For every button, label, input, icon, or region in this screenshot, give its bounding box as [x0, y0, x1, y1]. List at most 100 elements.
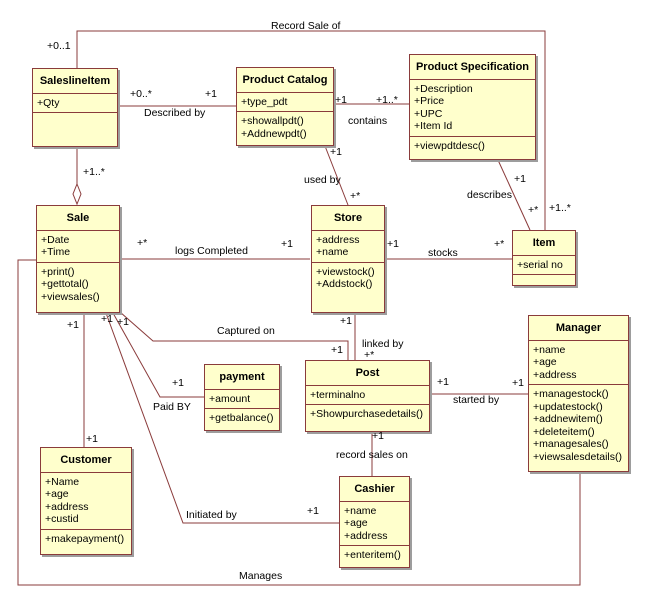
assoc-label-initiated-by: Initiated by: [186, 509, 237, 521]
operations: +Showpurchasedetails(): [306, 405, 429, 424]
operations: +viewpdtdesc(): [410, 137, 535, 156]
attributes: +Description +Price +UPC +Item Id: [410, 80, 535, 137]
line-captured-on: [119, 311, 349, 360]
attribute: +Price: [414, 95, 445, 107]
attribute: +Time: [41, 246, 71, 258]
multiplicity: +1: [117, 316, 129, 328]
attribute: +age: [45, 488, 69, 500]
assoc-label-started-by: started by: [453, 394, 500, 406]
assoc-label-used-by: used by: [304, 174, 341, 186]
line-describes: [497, 159, 531, 231]
attributes: +name +age +address: [529, 341, 628, 385]
class-customer[interactable]: Customer +Name +age +address +custid +ma…: [40, 447, 132, 555]
operations: [513, 275, 575, 287]
assoc-label-captured-on: Captured on: [217, 325, 275, 337]
operations: +makepayment(): [41, 530, 131, 549]
operations: +viewstock() +Addstock(): [312, 263, 384, 294]
operation: +viewpdtdesc(): [414, 139, 485, 152]
class-name: Manager: [529, 316, 628, 341]
attribute: +address: [344, 529, 388, 542]
class-saleslineitem[interactable]: SaleslineItem +Qty: [32, 68, 118, 147]
class-product-catalog[interactable]: Product Catalog +type_pdt +showallpdt() …: [236, 67, 334, 146]
class-store[interactable]: Store +address +name +viewstock() +Addst…: [311, 205, 385, 313]
operation: +enteritem(): [344, 549, 401, 561]
multiplicity: +1: [331, 344, 343, 356]
attributes: +name +age +address: [340, 502, 409, 546]
multiplicity: +1: [514, 173, 526, 185]
line-paid-by: [112, 312, 204, 398]
operation: +getbalance(): [209, 412, 274, 424]
class-sale[interactable]: Sale +Date +Time +print() +gettotal() +v…: [36, 205, 120, 313]
class-name: Sale: [37, 206, 119, 231]
operation: +Addstock(): [316, 278, 373, 290]
attribute: +type_pdt: [241, 95, 288, 108]
assoc-label-linked-by: linked by: [362, 338, 404, 350]
attribute: +Date: [41, 233, 70, 246]
class-post[interactable]: Post +terminalno +Showpurchasedetails(): [305, 360, 430, 432]
attributes: +Name +age +address +custid: [41, 473, 131, 530]
line-initiated-by: [105, 312, 339, 524]
attribute: +address: [533, 368, 577, 381]
multiplicity: +1..*: [549, 202, 571, 214]
attribute: +age: [344, 517, 368, 529]
operations: +showallpdt() +Addnewpdt(): [237, 112, 333, 143]
assoc-label-describes: describes: [467, 189, 512, 201]
operation: +showallpdt(): [241, 115, 304, 127]
operation: +makepayment(): [45, 532, 125, 545]
operation: +Showpurchasedetails(): [310, 408, 423, 420]
multiplicity: +1: [437, 376, 449, 388]
multiplicity: +1: [172, 377, 184, 389]
operation: +viewstock(): [316, 265, 375, 278]
multiplicity: +1: [86, 433, 98, 445]
assoc-label-paid-by: Paid BY: [153, 401, 191, 413]
multiplicity: +*: [364, 349, 375, 361]
class-product-specification[interactable]: Product Specification +Description +Pric…: [409, 54, 536, 160]
multiplicity: +1: [512, 377, 524, 389]
attribute: +Qty: [37, 96, 60, 109]
assoc-label-manages: Manages: [239, 570, 283, 582]
attribute: +name: [533, 343, 566, 356]
class-name: Store: [312, 206, 384, 231]
multiplicity: +0..*: [130, 88, 152, 100]
line-record-sale-of: [76, 30, 546, 230]
attribute: +name: [344, 504, 377, 517]
multiplicity: +1: [281, 238, 293, 250]
multiplicity: +1: [372, 430, 384, 442]
multiplicity: +1..*: [376, 94, 398, 106]
attributes: +Qty: [33, 94, 117, 113]
multiplicity: +1: [101, 313, 113, 325]
operations: +getbalance(): [205, 409, 279, 428]
class-cashier[interactable]: Cashier +name +age +address +enteritem(): [339, 476, 410, 568]
multiplicity: +*: [137, 237, 148, 249]
attribute: +Item Id: [414, 120, 453, 132]
attribute: +address: [45, 500, 89, 513]
attribute: +custid: [45, 513, 79, 525]
operation: +addnewitem(): [533, 413, 603, 425]
class-name: Customer: [41, 448, 131, 473]
class-name: Cashier: [340, 477, 409, 502]
line-used-by: [324, 145, 349, 206]
attributes: +Date +Time: [37, 231, 119, 263]
attribute: +age: [533, 356, 557, 368]
class-payment[interactable]: payment +amount +getbalance(): [204, 364, 280, 431]
class-name: SaleslineItem: [33, 69, 117, 94]
multiplicity: +1: [67, 319, 79, 331]
operation: +print(): [41, 265, 75, 278]
attribute: +serial no: [517, 258, 563, 271]
multiplicity: +1: [307, 505, 319, 517]
multiplicity: +0..1: [47, 40, 71, 52]
assoc-label-record-sale-of: Record Sale of: [271, 20, 341, 32]
attributes: +address +name: [312, 231, 384, 263]
attributes: +terminalno: [306, 386, 429, 405]
assoc-label-described-by: Described by: [144, 107, 206, 119]
operation: +gettotal(): [41, 278, 89, 290]
attributes: +amount: [205, 390, 279, 409]
class-item[interactable]: Item +serial no: [512, 230, 576, 286]
multiplicity: +1: [205, 88, 217, 100]
operation: +managesales(): [533, 438, 609, 450]
class-name: Item: [513, 231, 575, 256]
class-manager[interactable]: Manager +name +age +address +managestock…: [528, 315, 629, 472]
operations: +enteritem(): [340, 546, 409, 565]
